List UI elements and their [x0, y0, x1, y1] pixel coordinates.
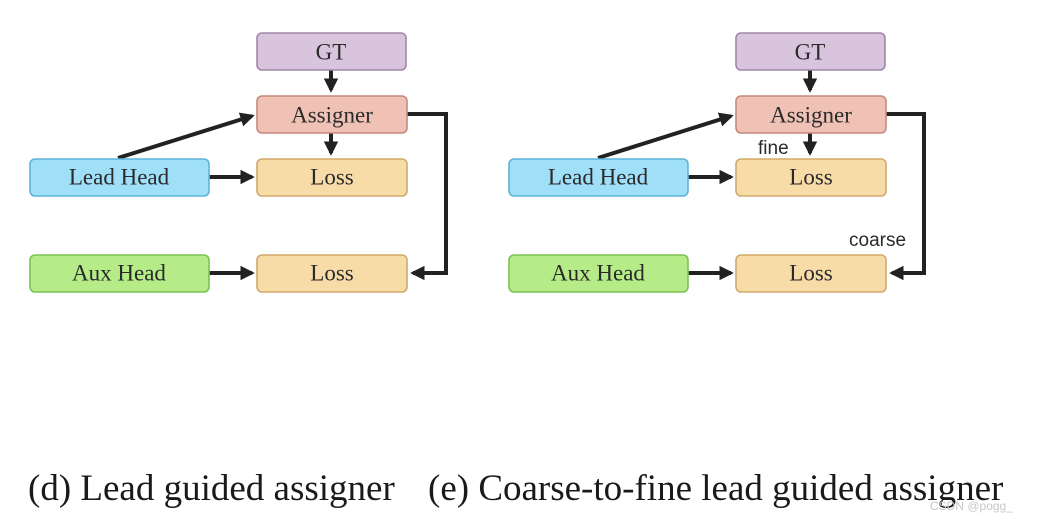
assigner-node: Assigner	[256, 95, 408, 134]
aux-loss-label: Loss	[789, 261, 833, 286]
assigner-label: Assigner	[291, 103, 373, 128]
lead-head-box	[508, 158, 689, 197]
gt-label: GT	[795, 40, 826, 65]
diagram-e: fine coarse GT Assigner Lead Head Loss A…	[508, 32, 926, 293]
caption-d: (d) Lead guided assigner	[28, 468, 395, 509]
aux-head-label: Aux Head	[72, 261, 166, 286]
coarse-label: coarse	[849, 230, 906, 251]
gt-label: GT	[316, 40, 347, 65]
assigner-label: Assigner	[770, 103, 852, 128]
aux-loss-node: Loss	[256, 254, 408, 293]
lead-head-node: Lead Head	[29, 158, 210, 197]
aux-head-box	[508, 254, 689, 293]
assigner-box	[735, 95, 887, 134]
caption-e: (e) Coarse-to-fine lead guided assigner	[428, 468, 1003, 509]
edge-lead-to-assigner	[597, 112, 734, 160]
gt-box	[256, 32, 407, 71]
assigner-box	[256, 95, 408, 134]
lead-loss-label: Loss	[310, 165, 354, 190]
aux-loss-label: Loss	[310, 261, 354, 286]
diagram-d: GT Assigner Lead Head Loss Aux Head Loss	[29, 32, 448, 293]
edge-assigner-to-aux-loss	[407, 112, 448, 281]
gt-box	[735, 32, 886, 71]
lead-loss-node: Loss	[735, 158, 887, 197]
aux-loss-box	[735, 254, 887, 293]
aux-head-label: Aux Head	[551, 261, 645, 286]
lead-head-label: Lead Head	[548, 165, 649, 190]
edge-assigner-to-aux-loss-coarse	[886, 112, 926, 281]
edge-lead-to-assigner	[117, 112, 255, 160]
aux-head-box	[29, 254, 210, 293]
lead-loss-box	[735, 158, 887, 197]
aux-head-node: Aux Head	[508, 254, 689, 293]
gt-node: GT	[256, 32, 407, 71]
aux-loss-box	[256, 254, 408, 293]
lead-head-box	[29, 158, 210, 197]
lead-head-node: Lead Head	[508, 158, 689, 197]
lead-head-label: Lead Head	[69, 165, 170, 190]
aux-loss-node: Loss	[735, 254, 887, 293]
assigner-node: Assigner	[735, 95, 887, 134]
fine-label: fine	[758, 138, 789, 159]
lead-loss-node: Loss	[256, 158, 408, 197]
watermark: CSDN @pogg_	[930, 499, 1013, 513]
gt-node: GT	[735, 32, 886, 71]
aux-head-node: Aux Head	[29, 254, 210, 293]
lead-loss-box	[256, 158, 408, 197]
lead-loss-label: Loss	[789, 165, 833, 190]
